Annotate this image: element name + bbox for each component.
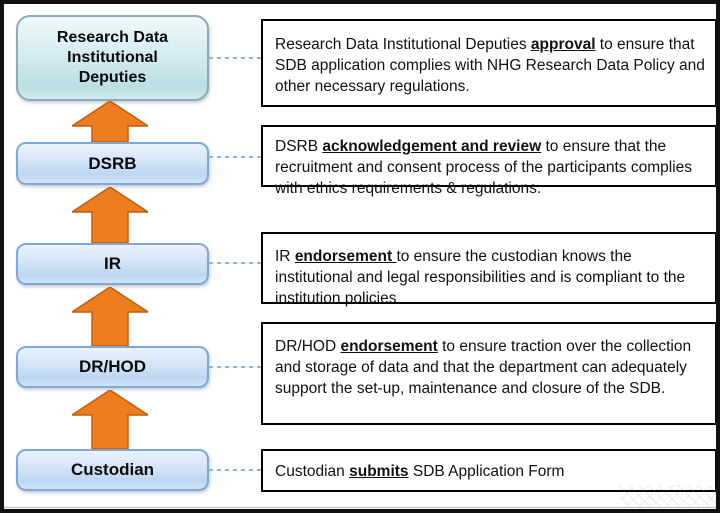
stage-label: DR/HOD <box>78 357 147 376</box>
up-arrow-icon <box>72 101 148 142</box>
stage-box-custodian: Custodian <box>16 449 209 491</box>
stage-label: Custodian <box>70 460 155 479</box>
bottom-divider <box>4 507 716 508</box>
stage-box-ir: IR <box>16 243 209 285</box>
note-box-research-data-institutional-deputies: Research Data Institutional Deputies app… <box>261 19 716 107</box>
stage-box-dr-hod: DR/HOD <box>16 346 209 388</box>
stage-box-dsrb: DSRB <box>16 142 209 185</box>
dashed-connector <box>209 469 261 471</box>
dashed-connector <box>209 57 261 59</box>
note-box-dsrb: DSRB acknowledgement and review to ensur… <box>261 125 716 197</box>
stage-label: DSRB <box>88 153 137 173</box>
dashed-connector <box>209 366 261 368</box>
up-arrow-icon <box>72 390 148 449</box>
dashed-connector <box>209 262 261 264</box>
note-box-dr-hod: DR/HOD endorsement to ensure traction ov… <box>261 322 716 425</box>
note-box-ir: IR endorsement to ensure the custodian k… <box>261 232 716 307</box>
stage-label: IR <box>104 254 121 273</box>
up-arrow-icon <box>72 187 148 243</box>
up-arrow-icon <box>72 287 148 346</box>
stage-box-research-data-institutional-deputies: Research Data Institutional Deputies <box>16 15 209 101</box>
note-box-custodian: Custodian submits SDB Application Form <box>261 449 716 492</box>
stage-label: Research Data Institutional Deputies <box>56 29 169 86</box>
watermark-pattern <box>620 485 716 507</box>
dashed-connector <box>209 156 261 158</box>
